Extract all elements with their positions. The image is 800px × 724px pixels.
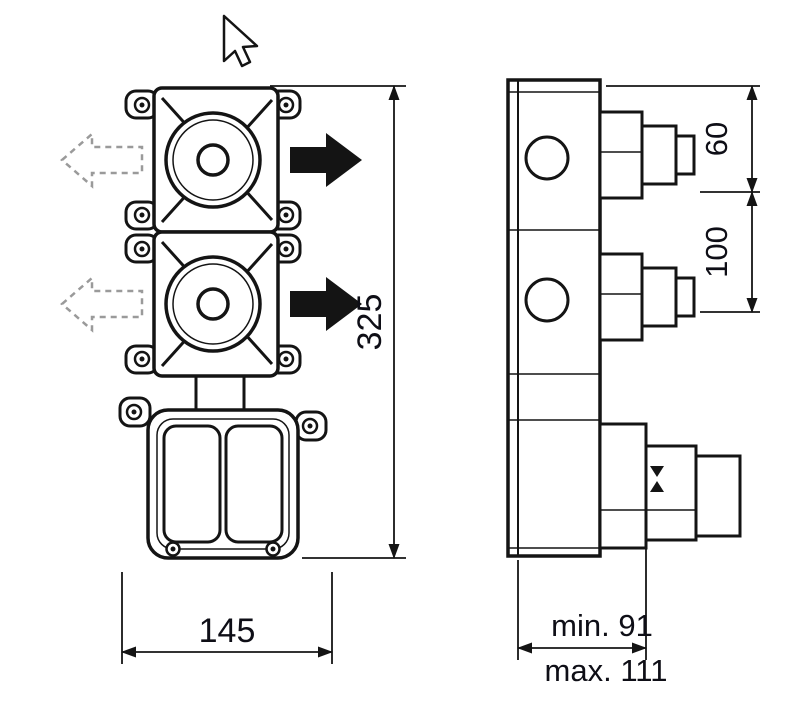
depth-max-label: max. 111 xyxy=(545,653,668,688)
height-dimension xyxy=(270,85,406,559)
port-spacing-label: 100 xyxy=(699,226,734,278)
valve-unit-top xyxy=(60,86,364,234)
side-view: 60 100 min. 91 max. 111 xyxy=(506,78,760,688)
depth-min-label: min. 91 xyxy=(551,608,653,643)
width-dimension-label: 145 xyxy=(199,612,256,650)
port-offset-label: 60 xyxy=(699,122,734,156)
mouse-cursor-icon xyxy=(222,14,259,68)
depth-dimension xyxy=(517,548,647,660)
height-dimension-label: 325 xyxy=(351,294,389,351)
function-box xyxy=(118,396,328,560)
front-view: 325 145 xyxy=(60,85,406,664)
width-dimension xyxy=(121,572,333,664)
port-dimensions xyxy=(606,85,760,313)
valve-unit-bottom xyxy=(60,230,364,378)
